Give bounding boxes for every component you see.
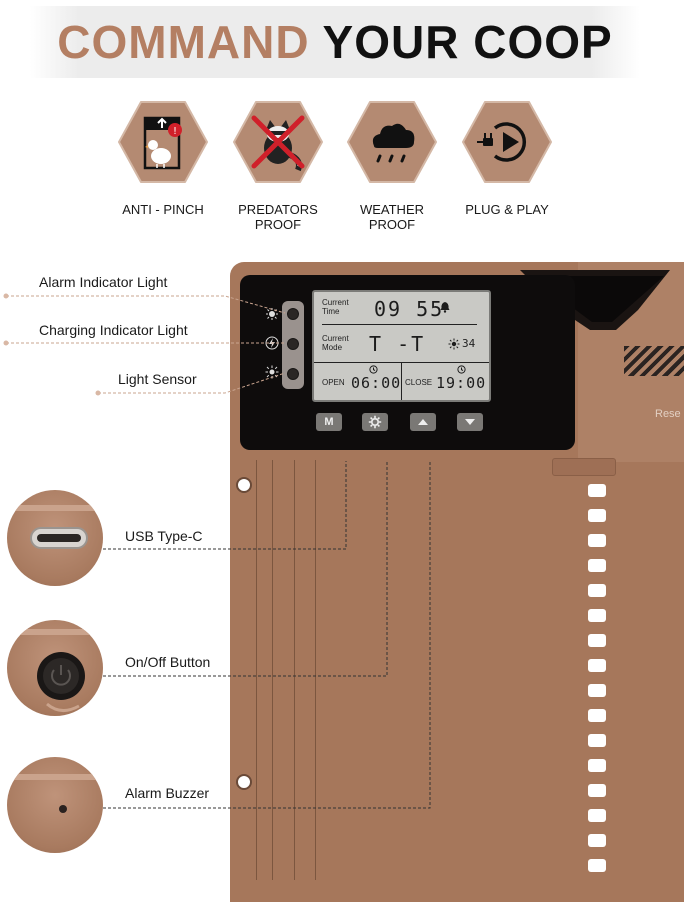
- door-window: [588, 534, 606, 547]
- door-rail: [272, 460, 273, 880]
- svg-text:!: !: [173, 126, 177, 137]
- door-window: [588, 484, 606, 497]
- lcd-light-value: 34: [462, 337, 476, 350]
- clock-icon: [369, 365, 378, 374]
- door-window: [588, 734, 606, 747]
- mounting-hole: [236, 477, 252, 493]
- charging-indicator-light: [287, 338, 299, 350]
- down-button[interactable]: [457, 413, 483, 431]
- up-button[interactable]: [410, 413, 436, 431]
- feature-label: PLUG & PLAY: [465, 202, 549, 217]
- power-button-zoom: [7, 620, 103, 716]
- light-level-icon: [448, 338, 460, 350]
- door-window: [588, 659, 606, 672]
- door-window: [588, 834, 606, 847]
- alarm-indicator-icon: [266, 308, 278, 320]
- callout-charging-indicator: Charging Indicator Light: [39, 322, 188, 338]
- door-window: [588, 784, 606, 797]
- feature-anti-pinch: ! ANTI - PINCH: [103, 100, 223, 217]
- lcd-close-time: 19:00: [436, 374, 487, 392]
- door-window: [588, 759, 606, 772]
- bell-icon: [440, 302, 450, 313]
- door-window: [588, 634, 606, 647]
- door-window: [588, 859, 606, 872]
- light-sensor: [287, 368, 299, 380]
- reset-label: Rese: [655, 408, 681, 420]
- feature-label: ANTI - PINCH: [122, 202, 204, 217]
- feature-label: PREDATORS PROOF: [238, 202, 318, 232]
- clock-icon: [457, 365, 466, 374]
- m-button[interactable]: M: [316, 413, 342, 431]
- lcd-divider: [401, 362, 402, 400]
- triangle-down-icon: [465, 419, 475, 425]
- door-top-slot: [552, 458, 616, 476]
- door-rail: [315, 460, 316, 880]
- feature-plug-play: PLUG & PLAY: [447, 100, 567, 217]
- settings-button[interactable]: [362, 413, 388, 431]
- mounting-hole: [236, 774, 252, 790]
- lcd-close-label: CLOSE: [405, 378, 433, 387]
- feature-predators-proof: PREDATORS PROOF: [218, 100, 338, 232]
- callout-alarm-indicator: Alarm Indicator Light: [39, 274, 168, 290]
- alarm-indicator-light: [287, 308, 299, 320]
- vent-stripes: [624, 346, 684, 376]
- door-window: [588, 809, 606, 822]
- callout-light-sensor: Light Sensor: [118, 371, 197, 387]
- door-rail: [294, 460, 295, 880]
- predator-proof-icon: [232, 100, 324, 184]
- lcd-current-mode-label: Current Mode: [322, 334, 349, 352]
- lcd-divider: [322, 324, 477, 325]
- lcd-time-value: 09 55: [374, 297, 445, 321]
- title-main: YOUR COOP: [322, 16, 613, 68]
- feature-label: WEATHER PROOF: [359, 202, 425, 232]
- page-title: COMMAND YOUR COOP: [57, 15, 612, 69]
- triangle-up-icon: [418, 419, 428, 425]
- lcd-display: Current Time 09 55 Current Mode T -T 34 …: [312, 290, 491, 402]
- door-rail: [256, 460, 257, 880]
- title-band: COMMAND YOUR COOP: [30, 6, 640, 78]
- lcd-current-time-label: Current Time: [322, 298, 349, 316]
- door-window: [588, 584, 606, 597]
- gear-icon: [368, 415, 382, 429]
- door-window: [588, 709, 606, 722]
- door-window: [588, 559, 606, 572]
- lcd-mode-value: T -T: [369, 332, 426, 356]
- weather-proof-icon: [346, 100, 438, 184]
- callout-lines: [3, 293, 431, 809]
- lcd-open-label: OPEN: [322, 378, 345, 387]
- anti-pinch-icon: !: [117, 100, 209, 184]
- lcd-open-time: 06:00: [351, 374, 402, 392]
- door-window: [588, 609, 606, 622]
- title-accent: COMMAND: [57, 16, 310, 68]
- door-window: [588, 509, 606, 522]
- door-window: [588, 684, 606, 697]
- callout-usb: USB Type-C: [125, 528, 203, 544]
- plug-play-icon: [461, 100, 553, 184]
- buzzer-zoom: [7, 757, 103, 853]
- feature-weather-proof: WEATHER PROOF: [332, 100, 452, 232]
- usb-zoom: [7, 490, 103, 586]
- callout-buzzer: Alarm Buzzer: [125, 785, 210, 801]
- callout-onoff: On/Off Button: [125, 654, 211, 670]
